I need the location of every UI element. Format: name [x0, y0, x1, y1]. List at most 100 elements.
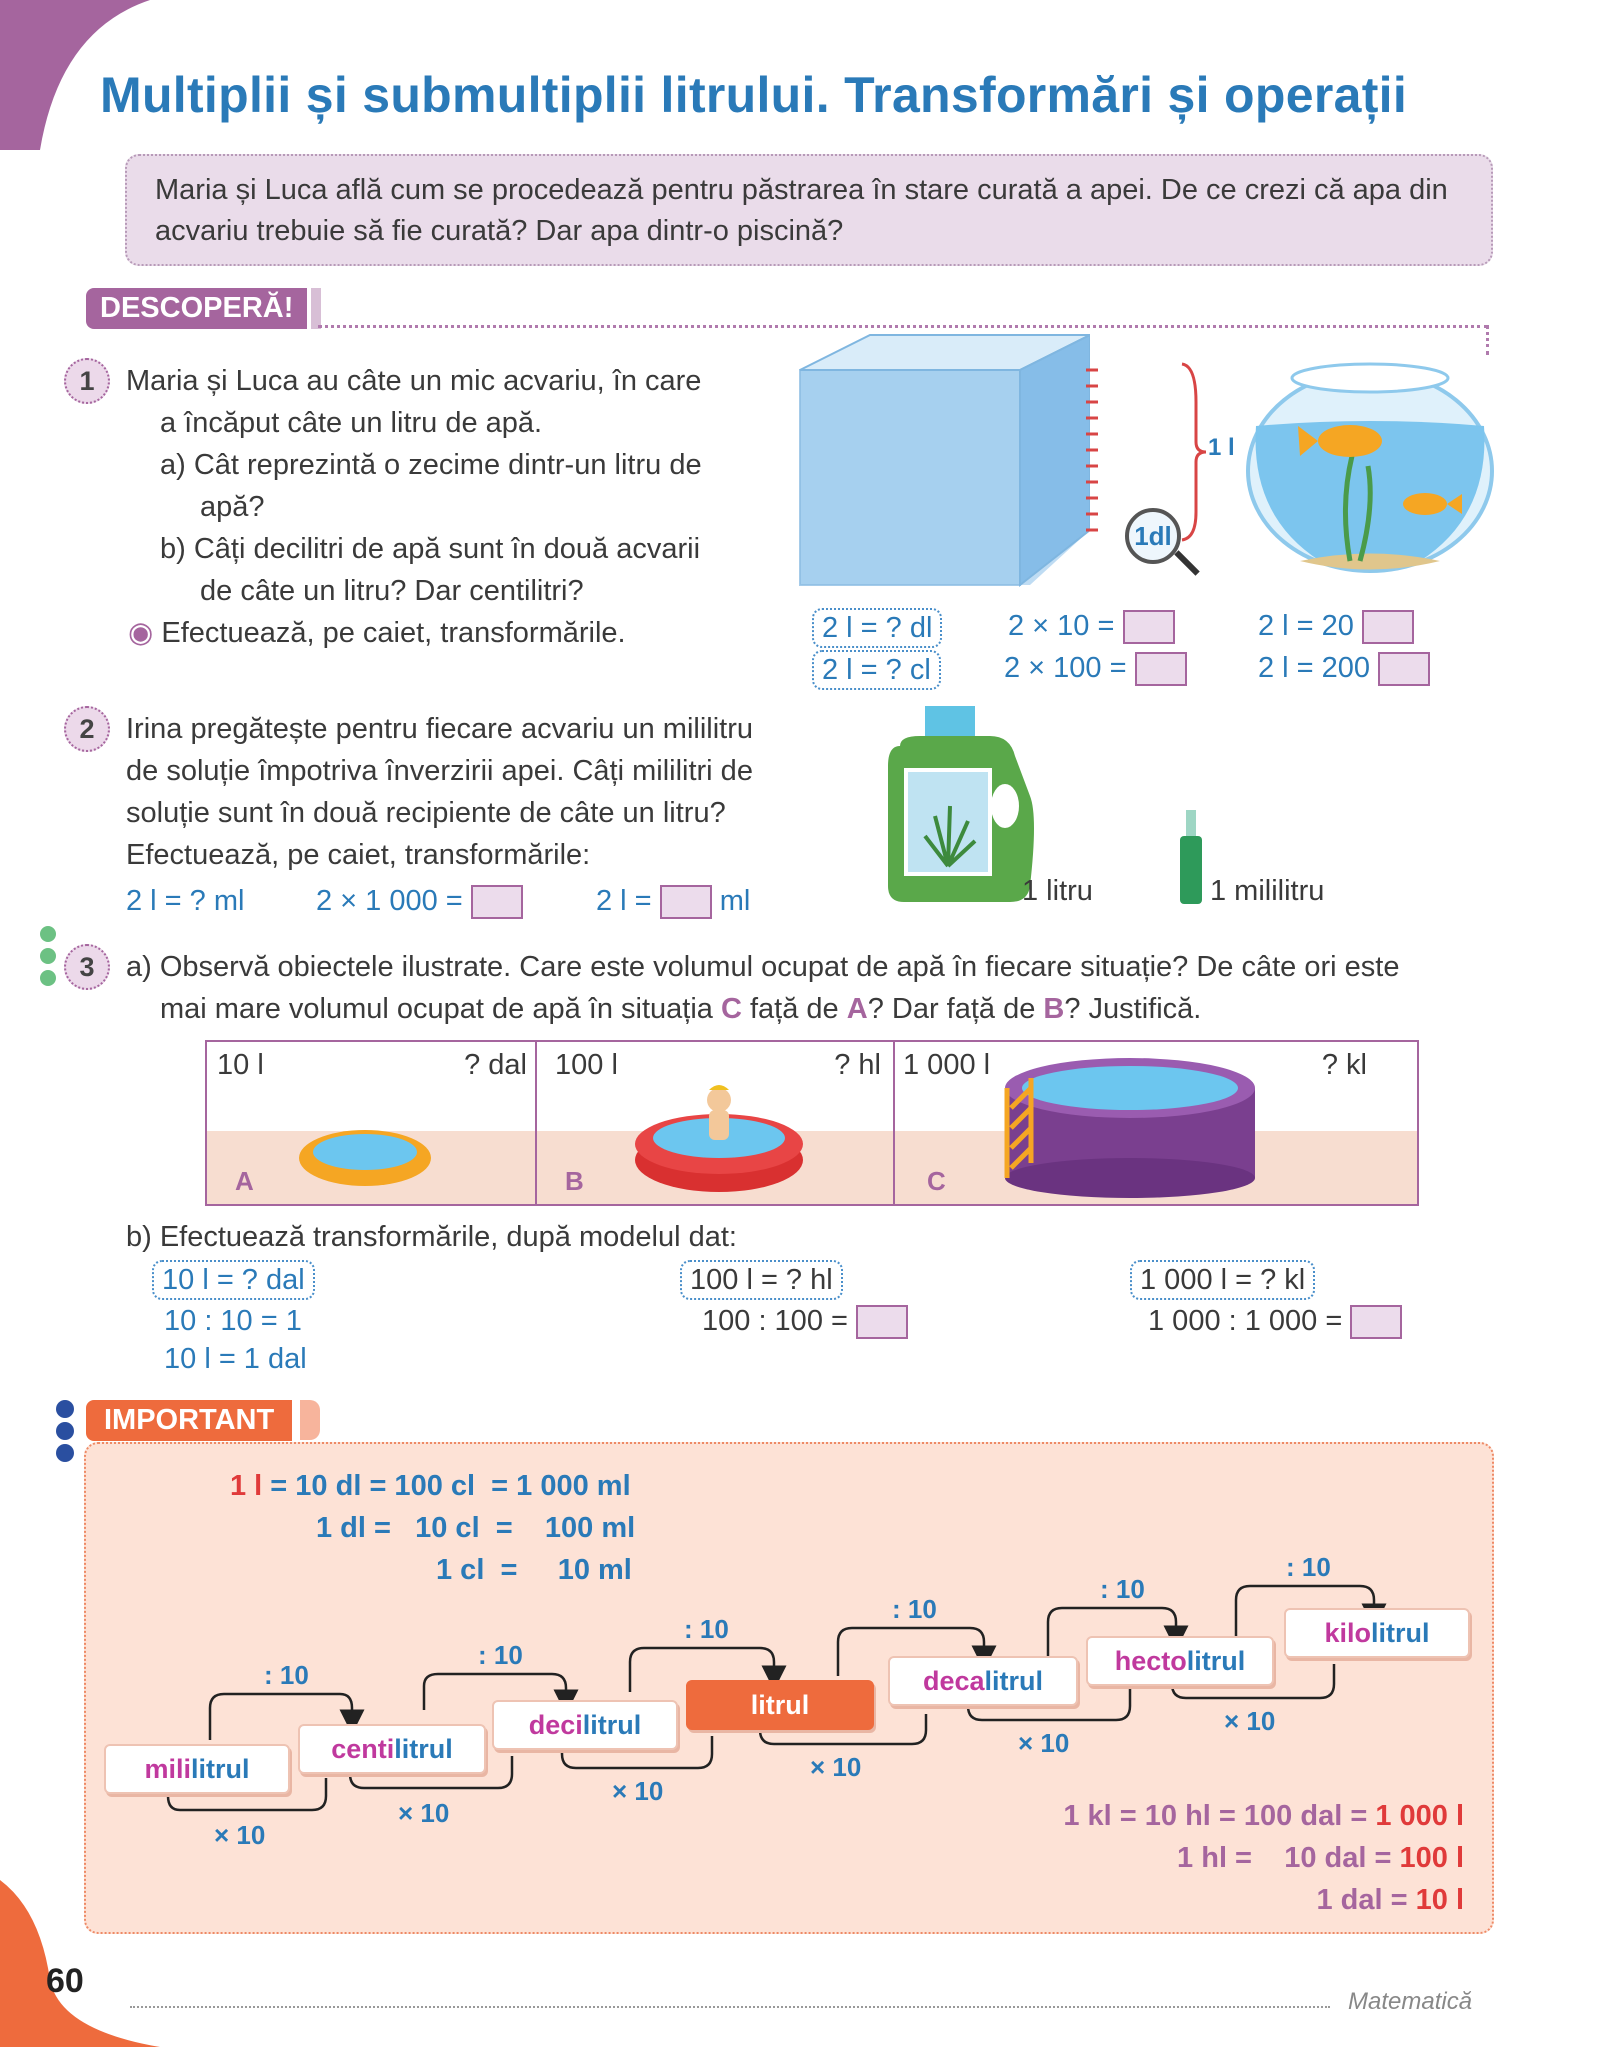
green-dots-icon: [40, 926, 60, 986]
ex2-formula-2-text: 2 × 1 000 =: [316, 885, 463, 917]
answer-box[interactable]: [1134, 652, 1187, 687]
cube-aquarium-illustration: [799, 333, 1090, 588]
exercise-3-line-1: a) Observă obiectele ilustrate. Care est…: [126, 951, 1400, 983]
unit-prefix: mili: [144, 1754, 191, 1784]
res-2l-200-text: 2 l = 200: [1258, 652, 1371, 684]
vial-illustration: [1180, 810, 1202, 904]
eq-hl-highlight: 100 l: [1399, 1842, 1465, 1874]
unit-root: litrul: [1371, 1618, 1430, 1648]
exercise-1-text: Maria și Luca au câte un mic acvariu, în…: [126, 360, 766, 654]
ex2-line: soluție sunt în două recipiente de câte …: [126, 797, 726, 829]
eq-hl-text: 1 hl = 10 dal =: [1177, 1842, 1400, 1874]
discover-divider-end: [1486, 325, 1489, 355]
scene-a-left: 10 l: [217, 1049, 264, 1081]
div-label: : 10: [684, 1614, 729, 1644]
ex2-formula-1: 2 l = ? ml: [126, 885, 245, 917]
answer-box[interactable]: [470, 885, 523, 920]
model-10-div-10: 10 : 10 = 1: [164, 1305, 302, 1337]
unit-centilitrul: centilitrul: [298, 1724, 486, 1774]
exercise-2-number: 2: [64, 706, 110, 752]
unit-root: litrul: [1186, 1646, 1246, 1676]
ex3-text: mai mare volumul ocupat de apă în situaț…: [160, 993, 721, 1025]
footer-subject: Matematică: [1348, 1988, 1473, 2015]
ex2-formula-3: 2 l = ml: [596, 880, 750, 922]
unit-decalitrul: decalitrul: [888, 1656, 1078, 1706]
eq-kl-highlight: 1 000 l: [1375, 1800, 1464, 1832]
vial-label: 1 mililitru: [1210, 875, 1325, 907]
div-label: : 10: [1100, 1574, 1145, 1604]
unit-root: litrul: [191, 1754, 250, 1784]
important-badge-tail: [300, 1400, 320, 1440]
scene-c-left: 1 000 l: [903, 1049, 991, 1081]
eq-dl: 1 dl = 10 cl = 100 ml: [316, 1512, 636, 1544]
answer-box[interactable]: [856, 1305, 908, 1340]
calc-1000-text: 1 000 : 1 000 =: [1148, 1305, 1343, 1337]
conv-1000l-kl: 1 000 l = ? kl: [1130, 1260, 1316, 1300]
eq-litre-highlight: 1 l: [230, 1470, 263, 1502]
ex3-text: ? Justifică.: [1064, 993, 1202, 1025]
scene-a-letter: A: [235, 1166, 254, 1196]
res-2l-20: 2 l = 20: [1258, 608, 1414, 645]
scale-brace: [1181, 362, 1207, 542]
conv-2l-dl: 2 l = ? dl: [812, 608, 943, 648]
calc-2x100: 2 × 100 =: [1004, 650, 1187, 687]
answer-box[interactable]: [659, 885, 712, 920]
eq-dal-text: 1 dal =: [1316, 1884, 1416, 1916]
ex2-line: Irina pregătește pentru fiecare acvariu …: [126, 713, 754, 745]
mul-label: × 10: [398, 1798, 450, 1828]
ex2-line: de soluție împotriva înverzirii apei. Câ…: [126, 755, 753, 787]
answer-box[interactable]: [1350, 1305, 1403, 1340]
letter-c: C: [720, 993, 742, 1025]
unit-root: litrul: [394, 1734, 453, 1764]
ex1-line: a) Cât reprezintă o zecime dintr-un litr…: [160, 449, 702, 481]
letter-a: A: [846, 993, 868, 1025]
calc-2x10: 2 × 10 =: [1008, 608, 1175, 645]
ex2-formula-3-text: 2 l =: [596, 885, 652, 917]
unit-answer-box[interactable]: [1378, 652, 1431, 687]
large-pool-icon: [1004, 1058, 1255, 1198]
eq-kl: 1 kl = 10 hl = 100 dal = 1 000 l: [1063, 1800, 1464, 1833]
exercise-3-b-text: b) Efectuează transformările, după model…: [126, 1221, 737, 1253]
scene-c-right: ? kl: [1321, 1049, 1367, 1081]
mul-label: × 10: [1224, 1706, 1276, 1736]
ex3-text: ? Dar față de: [867, 993, 1044, 1025]
unit-answer-box[interactable]: [1362, 610, 1414, 645]
unit-root: litrul: [582, 1710, 642, 1740]
mul-label: × 10: [612, 1776, 664, 1806]
scene-c: 1 000 l ? kl C: [893, 1040, 1419, 1206]
div-label: : 10: [478, 1640, 523, 1670]
res-2l-20-text: 2 l = 20: [1258, 610, 1354, 642]
ex2-line: Efectuează, pe caiet, transformările:: [126, 839, 591, 871]
unit-root: litrul: [984, 1666, 1044, 1696]
mul-label: × 10: [214, 1820, 266, 1850]
ex1-line: apă?: [200, 491, 265, 523]
scene-a: 10 l ? dal A: [205, 1040, 539, 1206]
fishbowl-illustration: [1246, 362, 1494, 573]
ex2-formula-3-unit: ml: [719, 885, 751, 917]
exercise-3-line-2: mai mare volumul ocupat de apă în situaț…: [160, 988, 1201, 1030]
eq-litre-rest: = 10 dl = 100 cl = 1 000 ml: [262, 1470, 631, 1502]
calc-1000-div-1000: 1 000 : 1 000 =: [1148, 1300, 1403, 1342]
ex1-line: Maria și Luca au câte un mic acvariu, în…: [126, 365, 702, 397]
discover-badge: DESCOPERĂ!: [86, 288, 322, 329]
unit-hectolitrul: hectolitrul: [1086, 1636, 1274, 1686]
exercise-2-text: Irina pregătește pentru fiecare acvariu …: [126, 708, 856, 876]
scale-label: 1 l: [1208, 434, 1235, 461]
div-label: : 10: [264, 1660, 309, 1690]
div-label: : 10: [892, 1594, 937, 1624]
unit-litrul: litrul: [686, 1680, 874, 1730]
ex3-text: față de: [741, 993, 847, 1025]
ex1-bullet: Efectuează, pe caiet, transformările.: [161, 617, 626, 649]
res-2l-200: 2 l = 200: [1258, 650, 1431, 687]
magnifier-icon: 1dl: [1125, 508, 1181, 564]
scene-b-left: 100 l: [555, 1049, 618, 1081]
unit-prefix: hecto: [1114, 1646, 1187, 1676]
bottle-label: 1 litru: [1022, 875, 1093, 907]
unit-kilolitrul: kilolitrul: [1284, 1608, 1470, 1658]
answer-box[interactable]: [1122, 610, 1175, 645]
magnifier-label: 1dl: [1134, 521, 1172, 551]
scene-c-letter: C: [927, 1166, 946, 1196]
discover-divider: [318, 325, 1488, 328]
model-10l-1dal: 10 l = 1 dal: [164, 1343, 307, 1375]
